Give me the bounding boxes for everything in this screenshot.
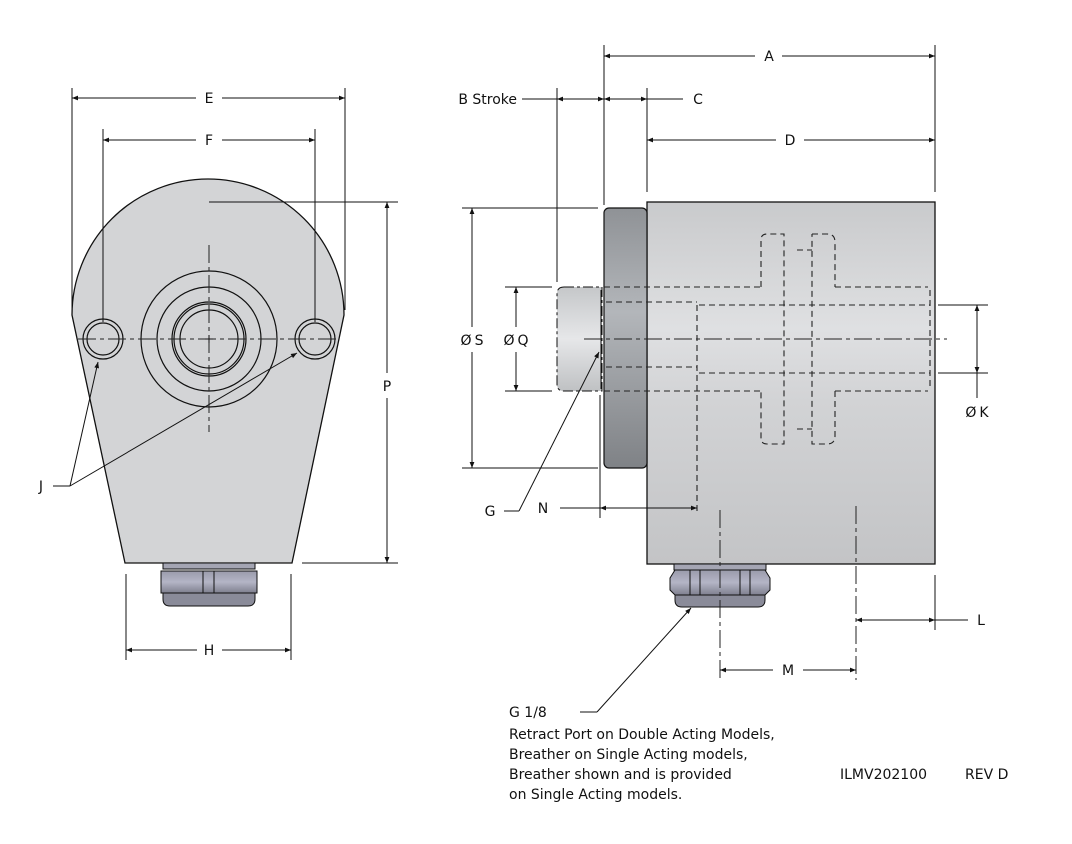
dim-label-p: P xyxy=(383,379,391,395)
title-block: ILMV202100 REV D xyxy=(840,767,1008,783)
dim-label-f: F xyxy=(205,133,213,149)
port-note-line-4: on Single Acting models. xyxy=(509,787,682,803)
dim-label-j: J xyxy=(38,479,43,495)
revision-label: REV D xyxy=(965,767,1008,783)
side-flange xyxy=(603,207,648,469)
dim-label-g: G xyxy=(485,504,496,520)
side-body xyxy=(646,201,936,565)
port-thread-label: G 1/8 xyxy=(509,705,547,721)
port-note-line-1: Retract Port on Double Acting Models, xyxy=(509,727,775,743)
front-fitting xyxy=(160,562,258,607)
dim-label-l: L xyxy=(977,613,985,629)
dim-label-h: H xyxy=(204,643,215,659)
dim-label-n: N xyxy=(538,501,548,517)
drawing-number: ILMV202100 xyxy=(840,767,927,783)
dim-label-b-stroke: B Stroke xyxy=(458,92,517,108)
dim-label-d: D xyxy=(785,133,796,149)
port-note: G 1/8 Retract Port on Double Acting Mode… xyxy=(509,705,775,803)
front-body xyxy=(71,178,345,564)
dim-label-e: E xyxy=(205,91,214,107)
front-view: E F P H J xyxy=(38,88,398,660)
port-note-line-3: Breather shown and is provided xyxy=(509,767,732,783)
dim-label-c: C xyxy=(693,92,703,108)
dim-label-a: A xyxy=(764,49,774,65)
dim-label-m: M xyxy=(782,663,794,679)
port-note-line-2: Breather on Single Acting models, xyxy=(509,747,748,763)
side-rod xyxy=(556,286,603,392)
